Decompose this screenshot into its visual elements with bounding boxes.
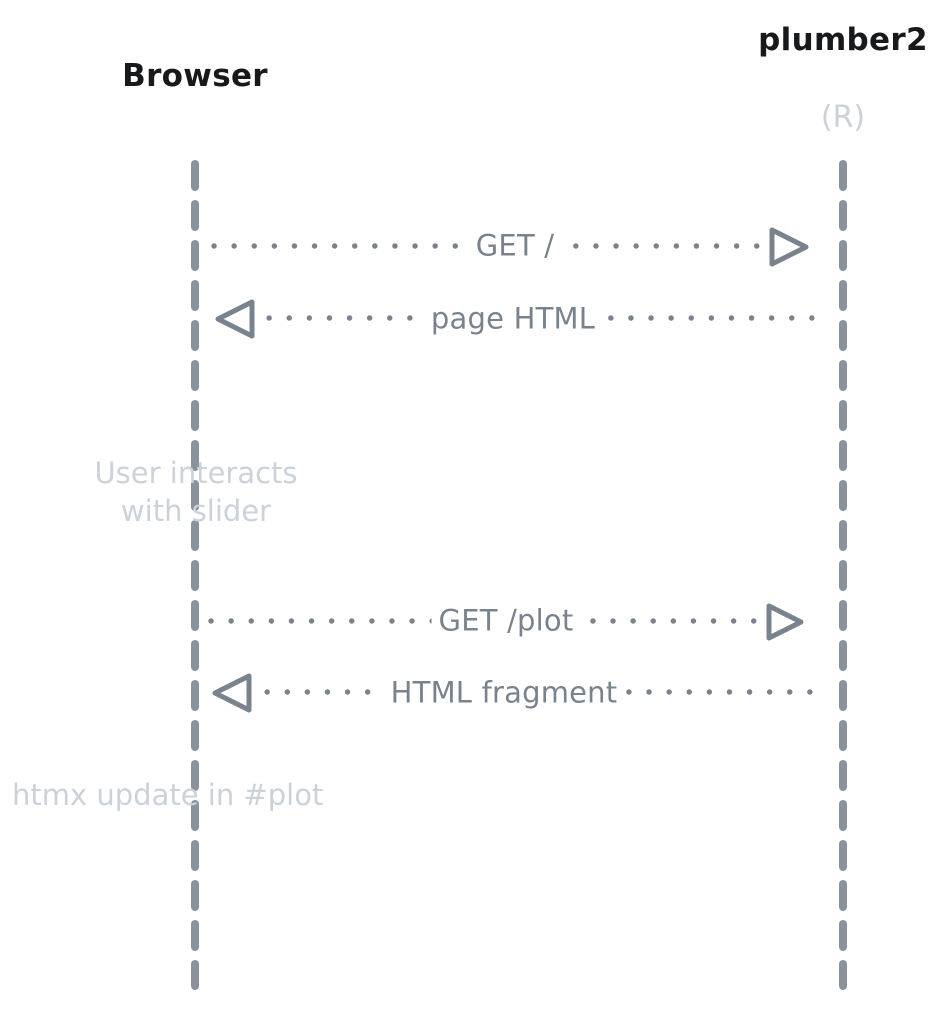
participant-label-browser[interactable]: Browser [122, 58, 268, 94]
arrowhead-right-icon [769, 227, 809, 267]
message-label-html-fragment: HTML fragment [383, 678, 625, 708]
message-label-page-html: page HTML [423, 304, 603, 334]
participant-label-plumber2[interactable]: plumber2 [758, 22, 928, 58]
participant-sublabel-plumber2: (R) [820, 100, 866, 135]
message-page-html [215, 299, 821, 339]
message-label-get-plot: GET /plot [431, 606, 581, 636]
message-html-fragment [212, 673, 819, 713]
note-htmx-update-in-plot: htmx update in #plot [12, 778, 324, 812]
note-user-interacts-with-slider: User interacts with slider [94, 456, 298, 529]
message-label-get-root: GET / [468, 231, 562, 261]
arrowhead-left-icon [212, 673, 252, 713]
arrowhead-right-icon [766, 603, 804, 641]
arrowhead-left-icon [215, 299, 255, 339]
